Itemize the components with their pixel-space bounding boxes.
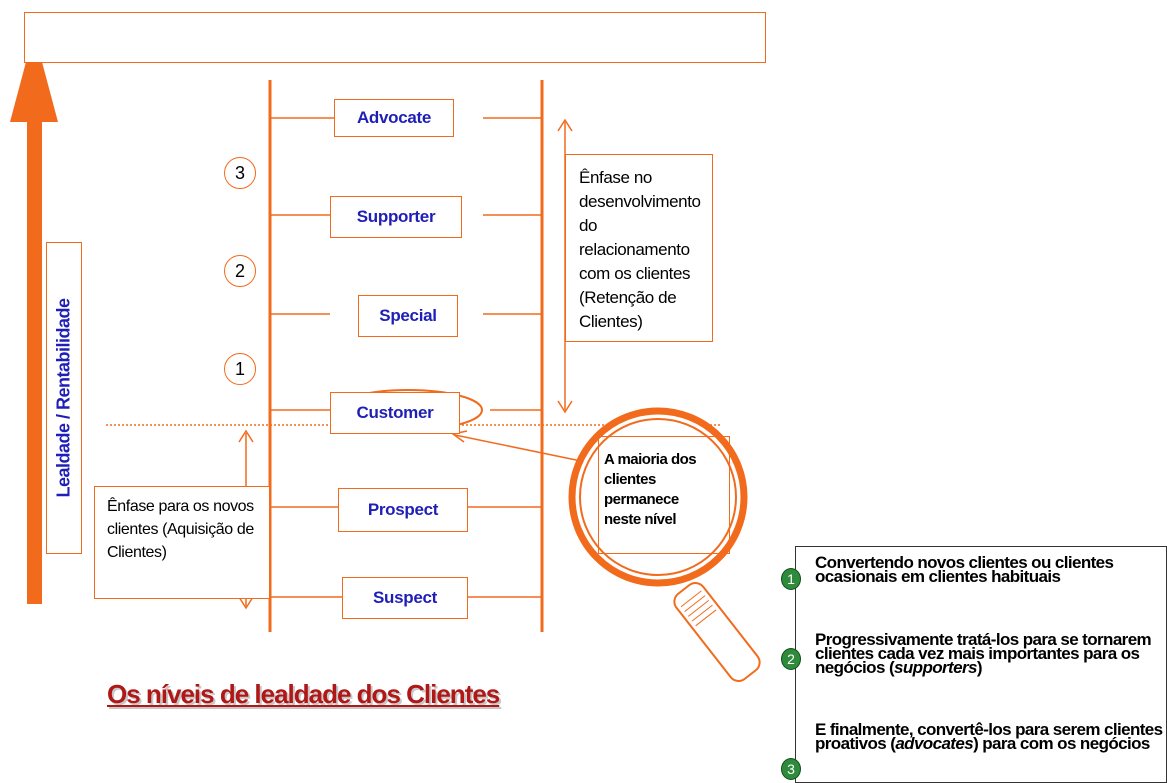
step-number-3: 3 bbox=[224, 157, 256, 189]
level-special: Special bbox=[358, 295, 458, 337]
note-3-text: E finalmente, convertê-los para serem cl… bbox=[815, 720, 1163, 753]
level-customer: Customer bbox=[330, 392, 460, 434]
level-advocate: Advocate bbox=[334, 99, 454, 137]
rungs bbox=[270, 117, 542, 598]
retention-box bbox=[565, 154, 713, 342]
note-3-text-end: ) para com os negócios bbox=[973, 734, 1150, 753]
note-3: E finalmente, convertê-los para serem cl… bbox=[815, 720, 1165, 753]
magnifier-handle bbox=[673, 582, 761, 682]
axis-label-box: Lealdade / Rentabilidade bbox=[46, 242, 82, 554]
note-badge-1: 1 bbox=[781, 568, 801, 590]
note-1: Convertendo novos clientes ou clientes o… bbox=[815, 553, 1165, 586]
note-2-italic: supporters bbox=[894, 658, 977, 677]
magnifier-text: A maioria dos clientes permanece neste n… bbox=[604, 451, 697, 528]
empty-title-box bbox=[24, 12, 766, 63]
axis-label: Lealdade / Rentabilidade bbox=[53, 298, 74, 498]
note-2-text: Progressivamente tratá-los para se torna… bbox=[815, 630, 1152, 677]
magnifier-text-box bbox=[598, 436, 730, 554]
note-2-text-end: ) bbox=[976, 658, 983, 677]
diagram-caption: Os níveis de lealdade dos Clientes bbox=[107, 679, 500, 709]
acquisition-text: Ênfase para os novos clientes (Aquisição… bbox=[107, 498, 254, 561]
acquisition-box bbox=[94, 486, 270, 599]
arrow-head bbox=[10, 32, 58, 122]
note-1-text: Convertendo novos clientes ou clientes o… bbox=[815, 553, 1114, 586]
note-badge-2: 2 bbox=[781, 648, 801, 670]
note-2: Progressivamente tratá-los para se torna… bbox=[815, 630, 1165, 677]
note-3-italic: advocates bbox=[895, 734, 974, 753]
step-number-2: 2 bbox=[224, 255, 256, 287]
magnifier-lens-outer bbox=[568, 407, 748, 587]
level-suspect: Suspect bbox=[342, 577, 468, 619]
notes-panel bbox=[795, 546, 1167, 783]
level-supporter: Supporter bbox=[330, 196, 462, 238]
step-number-1: 1 bbox=[224, 353, 256, 385]
arrow-shaft bbox=[27, 80, 42, 604]
magnifier-lens-inner bbox=[579, 418, 737, 576]
level-prospect: Prospect bbox=[338, 488, 468, 532]
retention-text: Ênfase no desenvolvimento do relacioname… bbox=[579, 168, 701, 331]
note-badge-3: 3 bbox=[781, 758, 801, 780]
